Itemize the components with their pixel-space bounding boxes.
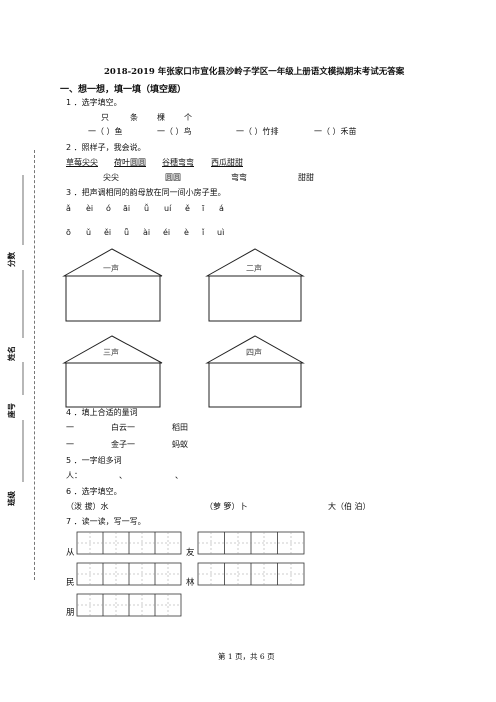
q3-label: 3 ．把声调相同的韵母放在同一间小房子里。	[66, 188, 226, 197]
q6-label: 6 ．选字填空。	[66, 487, 122, 496]
pinyin: ài	[143, 228, 151, 237]
q2-word: 圆圆	[165, 173, 181, 182]
q2-example: 西瓜甜甜	[211, 158, 243, 167]
house-label: 二声	[246, 264, 262, 273]
q7-char: 民	[66, 578, 75, 588]
q4-item: 一	[66, 440, 74, 449]
pinyin: ě	[185, 204, 190, 213]
pinyin: ī	[202, 204, 205, 213]
pinyin: á	[219, 204, 224, 213]
page-title: 2018-2019 年张家口市宣化县沙岭子学区一年级上册语文模拟期末考试无答案	[104, 67, 405, 77]
q2-word: 甜甜	[298, 173, 314, 182]
q1-item: 一（ ）鱼	[88, 127, 123, 136]
q1-item: 一（ ）鸟	[157, 127, 192, 136]
q7-char: 从	[66, 548, 75, 558]
q2-example: 谷穗弯弯	[162, 158, 194, 167]
q1-item: 一（ ）禾苗	[314, 127, 357, 136]
q1-char: 棵	[157, 113, 165, 122]
q5-lead: 人：	[66, 471, 82, 480]
q2-word: 弯弯	[231, 173, 247, 182]
section-heading: 一、想一想，填一填（填空题）	[60, 85, 187, 95]
pinyin: ǐ	[202, 228, 205, 237]
q4-item: 一	[66, 423, 74, 432]
q4-item: 金子一	[111, 440, 135, 449]
q2-label: 2 ．照样子，我会说。	[66, 143, 146, 152]
q5-separator: 、	[175, 471, 183, 480]
q4-item: 白云一	[111, 423, 135, 432]
q5-label: 5 ．一字组多词	[66, 456, 122, 465]
q6-item: （泼 拔）水	[66, 502, 109, 511]
q1-char: 条	[130, 113, 138, 122]
page-footer: 第 1 页，共 6 页	[218, 652, 275, 661]
q4-item: 蚂蚁	[172, 440, 188, 449]
q7-label: 7 ．读一读，写一写。	[66, 517, 146, 526]
q2-example: 荷叶圆圆	[114, 158, 146, 167]
pinyin: ǖ	[124, 228, 130, 237]
q5-separator: 、	[119, 471, 127, 480]
q2-word: 尖尖	[103, 173, 119, 182]
pinyin: ěi	[104, 228, 112, 237]
pinyin: è	[184, 228, 189, 237]
pinyin: ǔ	[86, 228, 92, 237]
q2-example: 草莓尖尖	[66, 158, 98, 167]
pinyin: ó	[106, 204, 111, 213]
q1-char: 只	[101, 113, 109, 122]
q6-item: 大（伯 泊）	[328, 502, 371, 511]
pinyin: āi	[123, 204, 131, 213]
pinyin: uí	[164, 204, 172, 213]
pinyin: ǎ	[66, 204, 71, 213]
q1-label: 1 ．选字填空。	[66, 98, 122, 107]
q7-char: 林	[186, 578, 195, 588]
q7-char: 朋	[66, 608, 75, 618]
pinyin: ō	[66, 228, 71, 237]
pinyin: ǚ	[144, 204, 150, 213]
q6-item: （萝 箩）卜	[205, 502, 248, 511]
q4-label: 4 ．填上合适的量词	[66, 408, 138, 417]
house-label: 四声	[246, 348, 262, 357]
house-label: 一声	[103, 264, 119, 273]
q1-item: 一（ ）竹排	[236, 127, 279, 136]
pinyin: éi	[163, 228, 171, 237]
house-label: 三声	[103, 348, 119, 357]
pinyin: uì	[217, 228, 225, 237]
binding-line	[34, 150, 36, 580]
pinyin: èi	[86, 204, 94, 213]
q7-char: 友	[186, 548, 195, 558]
q1-char: 个	[184, 113, 192, 122]
q4-item: 稻田	[172, 423, 188, 432]
